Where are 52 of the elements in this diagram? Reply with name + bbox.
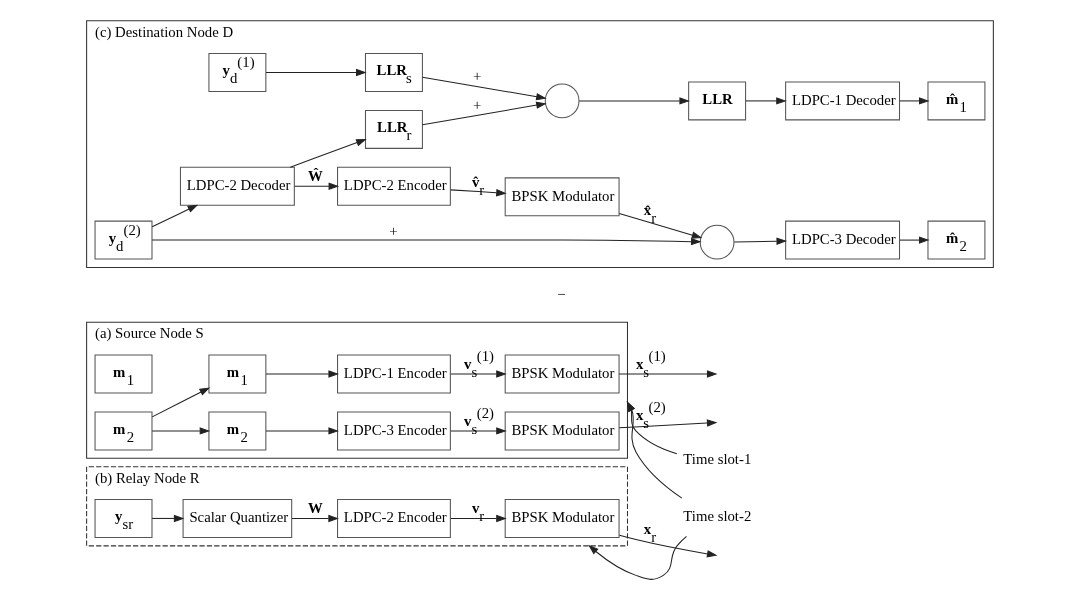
edge-label: Ŵ <box>307 168 323 185</box>
node-box: LDPC-1 Decoder <box>784 81 900 121</box>
node-text: Time slot-1 <box>682 451 751 468</box>
arrow <box>449 370 507 378</box>
arrow <box>578 97 690 105</box>
node-box: LDPC-1 Encoder <box>336 354 451 394</box>
arrow <box>151 514 184 523</box>
arrow <box>449 514 507 523</box>
node-box: LDPC-3 Decoder <box>784 220 900 260</box>
node-box: BPSK Modulator <box>504 177 620 217</box>
label: − <box>556 285 566 302</box>
arrow <box>449 189 507 197</box>
arrow <box>626 401 677 455</box>
arrow <box>265 427 339 435</box>
arrow <box>898 97 930 105</box>
node-box: LDPC-3 Encoder <box>336 411 451 451</box>
arrow <box>421 76 547 101</box>
arrow <box>898 236 930 244</box>
arrow <box>618 534 717 558</box>
edge-label: + <box>388 223 398 240</box>
edge-label: + <box>472 96 481 113</box>
arrow <box>618 212 702 239</box>
node-box: BPSK Modulator <box>504 411 620 451</box>
node-box: Scalar Quantizer <box>182 498 292 538</box>
arrow <box>618 419 717 429</box>
arrow <box>291 514 339 523</box>
node-box: LDPC-2 Encoder <box>336 498 451 538</box>
edge-label: W <box>307 500 323 517</box>
arrow <box>449 427 507 435</box>
node-box: LLR <box>687 81 746 121</box>
arrow <box>744 97 787 105</box>
arrow <box>151 237 702 246</box>
arrow <box>421 101 547 126</box>
node-text: Time slot-2 <box>682 508 751 525</box>
arrow <box>618 370 717 378</box>
node-box: BPSK Modulator <box>504 498 620 538</box>
node-circle <box>544 83 579 119</box>
edge-label: + <box>472 68 481 85</box>
node-box: LDPC-2 Encoder <box>336 166 451 206</box>
node-circle <box>699 224 734 260</box>
arrow <box>626 401 682 499</box>
arrow <box>151 427 210 435</box>
arrow <box>265 68 367 77</box>
arrow <box>151 204 198 228</box>
arrow <box>289 139 367 168</box>
arrow <box>587 535 687 580</box>
node-box: BPSK Modulator <box>504 354 620 394</box>
arrow <box>265 370 339 378</box>
arrow <box>733 237 787 245</box>
node-box: LDPC-2 Decoder <box>179 166 295 206</box>
arrow <box>293 182 339 190</box>
arrow <box>151 387 210 418</box>
